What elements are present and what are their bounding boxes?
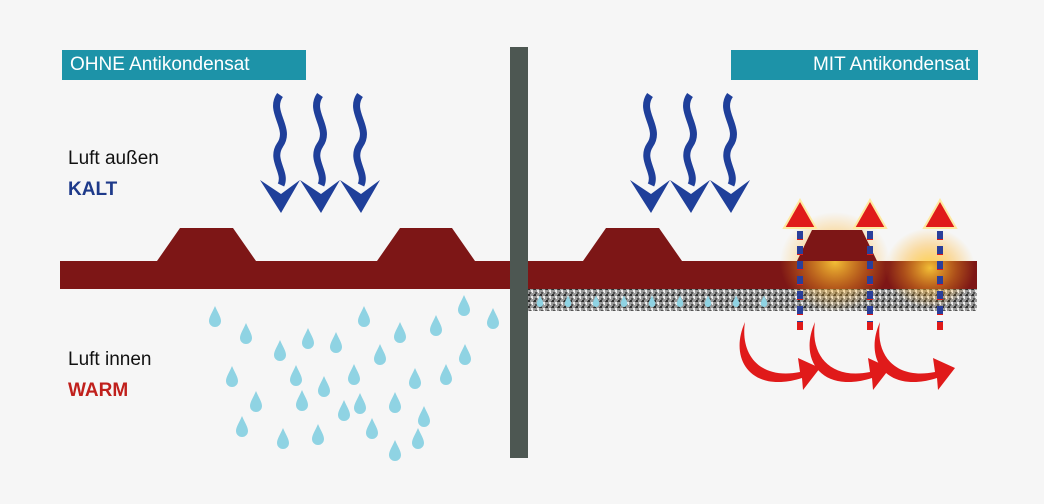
water-droplet-icon [209,295,499,461]
outside-air-label: Luft außen [68,148,159,169]
panel-title-without: OHNE Antikondensat [62,50,306,80]
warm-glow [885,228,975,308]
outside-temperature-value: KALT [68,179,118,200]
roof-sheet-left [60,228,512,289]
vapor-up-arrow-icon [782,197,958,330]
wavy-down-arrow-heads [260,180,380,213]
panel-title-with: MIT Antikondensat [731,50,978,80]
roof-hump-warm [797,230,877,261]
wavy-down-arrow-icon [643,92,737,187]
panel-divider [510,47,528,458]
inside-temperature-value: WARM [68,380,129,401]
wavy-down-arrow-heads [630,180,750,213]
wavy-down-arrow-icon [273,92,367,187]
curved-up-arrow-icon [739,322,955,390]
inside-air-label: Luft innen [68,349,152,370]
